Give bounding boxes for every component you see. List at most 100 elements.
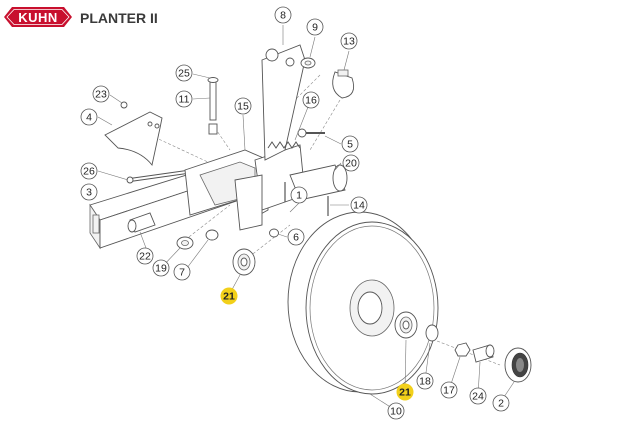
- callout-circle: [175, 64, 193, 82]
- dash-line-bearing-left: [244, 224, 291, 261]
- callout-circle: [416, 372, 434, 390]
- bolt-5: [297, 128, 325, 138]
- wheel-tread-groove: [309, 225, 435, 391]
- callout-22: 22: [136, 247, 154, 265]
- callout-1: 1: [290, 186, 308, 204]
- callout-circle: [234, 97, 252, 115]
- bushing-9: [300, 57, 316, 69]
- callout-23: 23: [92, 85, 110, 103]
- callout-7: 7: [173, 263, 191, 281]
- washer-19: [176, 236, 194, 250]
- callout-8: 8: [274, 6, 292, 24]
- callout-10: 10: [387, 402, 405, 420]
- callout-label: 22: [139, 251, 151, 263]
- callout-circle: [92, 85, 110, 103]
- clamp-13: [332, 69, 355, 99]
- callout-label: 3: [86, 187, 92, 199]
- callout-circle: [306, 18, 324, 36]
- logo-inner-outline: [6, 9, 70, 25]
- callout-label: 21: [223, 291, 235, 303]
- nut-6-outer: [269, 228, 279, 238]
- callout-label: 11: [179, 94, 190, 106]
- washer-18: [425, 324, 439, 342]
- callout-circle: [80, 108, 98, 126]
- callout-label: 10: [390, 406, 402, 418]
- callout-24: 24: [469, 387, 487, 405]
- nut-outer: [205, 229, 219, 241]
- callout-21: 21: [220, 287, 238, 305]
- callout-label: 17: [443, 385, 455, 397]
- pin-head: [207, 77, 219, 83]
- washer-18-outer: [425, 324, 439, 342]
- arm-end-slot: [92, 214, 100, 234]
- callout-circle: [341, 135, 359, 153]
- cap-logo: [516, 358, 524, 372]
- callout-label: 21: [399, 387, 411, 399]
- callout-label: 24: [472, 391, 484, 403]
- lever-hole-top: [265, 48, 279, 62]
- callout-label: 19: [155, 263, 167, 275]
- bushing-inner: [304, 60, 312, 66]
- callout-label: 15: [237, 101, 249, 113]
- callout-15: 15: [234, 97, 252, 115]
- callout-label: 23: [95, 89, 107, 101]
- callout-25: 25: [175, 64, 193, 82]
- callout-circle: [287, 228, 305, 246]
- callout-21: 21: [396, 383, 414, 401]
- callout-label: 7: [179, 267, 185, 279]
- callout-label: 26: [83, 166, 95, 178]
- callout-11: 11: [175, 90, 193, 108]
- spring-16: [267, 141, 301, 149]
- callout-circle: [175, 90, 193, 108]
- lever-hole-mid: [285, 57, 295, 67]
- callout-label: 1: [296, 190, 302, 202]
- callout-circle: [274, 6, 292, 24]
- callout-circle: [136, 247, 154, 265]
- screw-head: [120, 101, 128, 109]
- callout-circle: [220, 287, 238, 305]
- spring-coils: [267, 141, 301, 149]
- plate-hole-1: [147, 121, 153, 127]
- plate-body: [104, 111, 163, 167]
- clamp-loop: [332, 71, 355, 99]
- callout-label: 6: [293, 232, 299, 244]
- callout-circle: [396, 383, 414, 401]
- callout-circle: [152, 259, 170, 277]
- bearing-right-bore: [402, 320, 410, 330]
- pin-body: [209, 79, 217, 121]
- nut-17-body: [454, 342, 471, 357]
- tube-end: [332, 164, 348, 192]
- lever-body: [261, 44, 306, 161]
- callout-6: 6: [287, 228, 305, 246]
- plate-hole-2: [154, 123, 160, 129]
- callout-circle: [492, 394, 510, 412]
- callout-13: 13: [340, 32, 358, 50]
- dash-line-washer: [184, 204, 231, 241]
- callout-label: 16: [305, 95, 317, 107]
- bolt-24: [472, 344, 495, 363]
- kuhn-logo: KUHN: [4, 7, 72, 27]
- callout-label: 20: [345, 158, 357, 170]
- bearing-left: [232, 248, 256, 276]
- callout-circle: [342, 154, 360, 172]
- callout-20: 20: [342, 154, 360, 172]
- callout-circle: [173, 263, 191, 281]
- callout-9: 9: [306, 18, 324, 36]
- callout-3: 3: [80, 183, 98, 201]
- spacer-end: [127, 219, 137, 233]
- callout-2: 2: [492, 394, 510, 412]
- screws-14: [284, 182, 329, 216]
- spacer-22: [127, 212, 156, 233]
- callout-circle: [340, 32, 358, 50]
- logo-text: KUHN: [18, 10, 58, 25]
- callout-label: 5: [347, 139, 353, 151]
- pin-assembly: [207, 77, 219, 135]
- bearing-right: [394, 311, 418, 339]
- callout-label: 4: [86, 112, 92, 124]
- bolt-head: [297, 128, 307, 138]
- nut-17: [454, 342, 471, 357]
- callout-circle: [80, 162, 98, 180]
- callout-4: 4: [80, 108, 98, 126]
- callout-16: 16: [302, 91, 320, 109]
